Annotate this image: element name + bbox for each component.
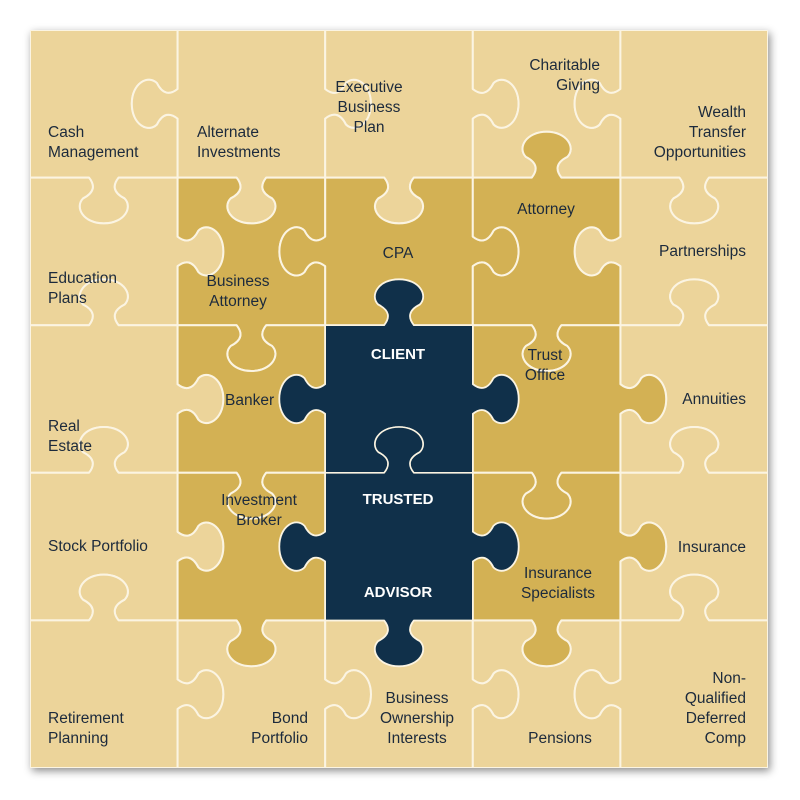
piece-attorney: Attorney [517,201,575,218]
piece-partnerships: Partnerships [658,243,746,260]
piece-pensions: Pensions [528,730,592,747]
puzzle-grid [30,30,768,768]
piece-cpa: CPA [382,245,414,262]
piece-trusted: TRUSTED [362,491,434,508]
piece-stock-portfolio: Stock Portfolio [48,538,148,555]
puzzle-piece [573,573,768,768]
piece-advisor: ADVISOR [363,584,433,601]
piece-banker: Banker [225,392,275,409]
piece-insurance: Insurance [677,539,746,556]
piece-annuities: Annuities [682,391,746,408]
puzzle-piece [278,426,520,667]
piece-client: CLIENT [370,346,426,363]
